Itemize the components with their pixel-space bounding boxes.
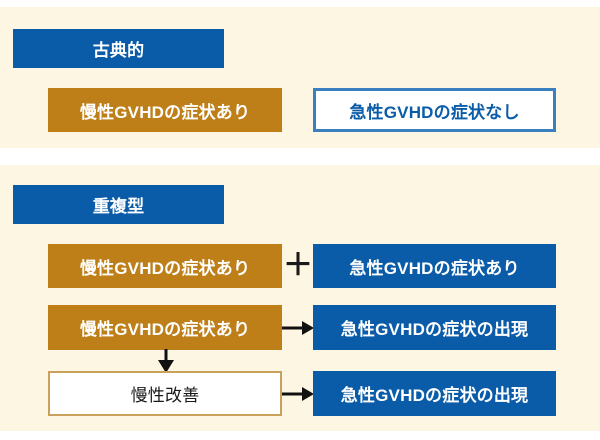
arrow-right-icon: [282, 317, 314, 339]
overlap-row1-acute-box: 急性GVHDの症状あり: [313, 244, 556, 288]
classic-chronic-symptoms-box: 慢性GVHDの症状あり: [48, 88, 282, 132]
classic-acute-no-symptoms-box: 急性GVHDの症状なし: [313, 88, 556, 132]
overlap-row2-chronic-box: 慢性GVHDの症状あり: [48, 305, 282, 350]
plus-icon: ＋: [283, 249, 313, 282]
section-overlap-header: 重複型: [13, 185, 224, 224]
arrow-down-icon: [155, 349, 177, 373]
overlap-row3-acute-box: 急性GVHDの症状の出現: [313, 371, 556, 416]
overlap-row2-acute-box: 急性GVHDの症状の出現: [313, 305, 556, 350]
section-classic: 古典的 慢性GVHDの症状あり 急性GVHDの症状なし: [0, 7, 600, 148]
section-classic-header: 古典的: [13, 29, 224, 68]
overlap-row1-chronic-box: 慢性GVHDの症状あり: [48, 244, 282, 288]
section-overlap: 重複型 慢性GVHDの症状あり ＋ 急性GVHDの症状あり 慢性GVHDの症状あ…: [0, 165, 600, 431]
overlap-row3-improvement-box: 慢性改善: [48, 371, 282, 416]
arrow-right-icon-2: [282, 383, 314, 405]
